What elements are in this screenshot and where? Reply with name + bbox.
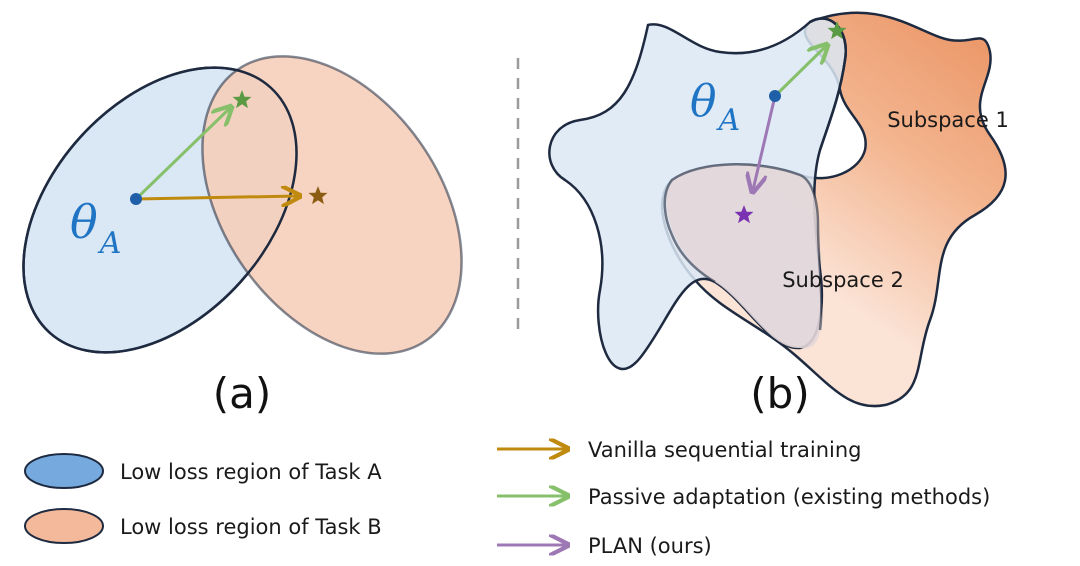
theta-a-point — [769, 90, 781, 102]
theta-a-label: θA — [70, 195, 121, 261]
theta-a-label: θA — [690, 76, 740, 138]
task-a-region-outline — [22, 66, 298, 354]
theta-a-point — [130, 193, 142, 205]
legend-task-a-swatch — [24, 453, 104, 489]
task-a-upper-outline — [809, 17, 848, 151]
legend-task-b-label: Low loss region of Task B — [120, 515, 382, 539]
task-b-inner-outline — [663, 163, 823, 331]
passive-adaptation-arrow-a — [134, 108, 230, 201]
theta-symbol: θ — [690, 76, 717, 127]
subspace-1-label: Subspace 1 — [887, 108, 1009, 132]
plan-arrow-b — [753, 95, 777, 190]
legend: Low loss region of Task A Low loss regio… — [24, 438, 990, 558]
theta-symbol: θ — [70, 195, 98, 249]
theta-subscript: A — [716, 103, 741, 138]
legend-vanilla-label: Vanilla sequential training — [588, 438, 862, 462]
subspace-2-label: Subspace 2 — [782, 268, 904, 292]
legend-task-b-swatch — [24, 508, 104, 544]
panel-b-label: (b) — [750, 369, 809, 418]
panel-a-label: (a) — [213, 369, 272, 418]
vanilla-training-arrow-a — [135, 196, 298, 199]
legend-passive-label: Passive adaptation (existing methods) — [588, 485, 990, 509]
overlap-region — [666, 164, 822, 349]
passive-adaptation-arrow-b — [773, 46, 826, 98]
legend-plan-label: PLAN (ours) — [588, 534, 712, 558]
panel-a: θA (a) — [22, 55, 463, 418]
panel-b: θA Subspace 1 Subspace 2 (b) — [548, 11, 1009, 418]
theta-subscript: A — [97, 226, 122, 261]
legend-task-a-label: Low loss region of Task A — [120, 460, 382, 484]
